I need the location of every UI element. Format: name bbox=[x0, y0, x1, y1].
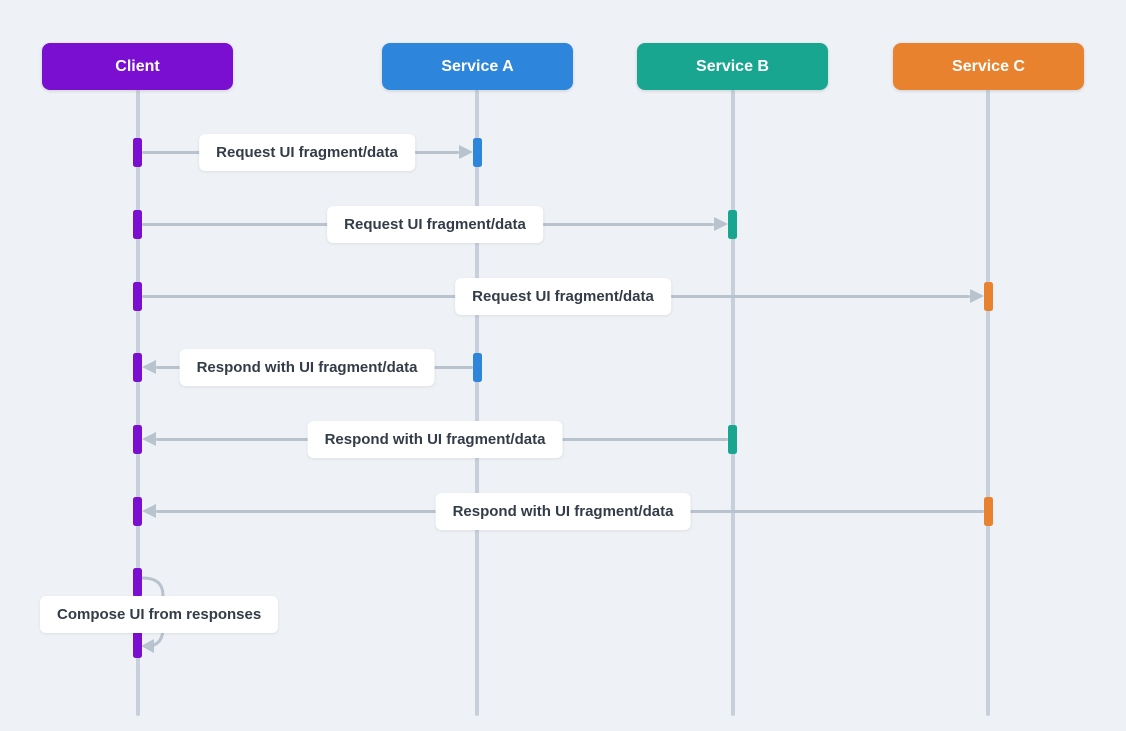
lifeline-service-c bbox=[986, 90, 990, 716]
activation-bar-service-b bbox=[728, 424, 737, 454]
message-label: Request UI fragment/data bbox=[327, 205, 543, 243]
actor-service-a: Service A bbox=[382, 43, 573, 90]
message-label: Respond with UI fragment/data bbox=[307, 420, 563, 458]
actor-service-c: Service C bbox=[893, 43, 1084, 90]
actor-client: Client bbox=[42, 43, 233, 90]
activation-bar-service-a bbox=[472, 137, 482, 167]
activation-bar-service-c bbox=[983, 496, 993, 526]
activation-bar-service-b bbox=[728, 209, 737, 239]
arrowhead-left-icon bbox=[142, 504, 156, 518]
arrowhead-right-icon bbox=[714, 217, 728, 231]
lifeline-client bbox=[136, 90, 140, 716]
activation-bar-client bbox=[133, 352, 142, 382]
lifeline-service-b bbox=[731, 90, 735, 716]
actor-service-b: Service B bbox=[637, 43, 828, 90]
arrowhead-left-icon bbox=[142, 360, 156, 374]
activation-bar-client bbox=[133, 209, 142, 239]
lifeline-service-a bbox=[475, 90, 479, 716]
arrowhead-right-icon bbox=[458, 145, 473, 159]
message-label: Request UI fragment/data bbox=[199, 133, 415, 171]
activation-bar-client bbox=[133, 629, 142, 658]
arrowhead-left-icon bbox=[142, 432, 156, 446]
activation-bar-client bbox=[133, 496, 142, 526]
message-label: Request UI fragment/data bbox=[455, 277, 671, 315]
message-label: Respond with UI fragment/data bbox=[179, 348, 435, 386]
message-label: Compose UI from responses bbox=[40, 595, 279, 633]
activation-bar-client bbox=[133, 424, 142, 454]
activation-bar-client bbox=[133, 281, 142, 311]
message-label: Respond with UI fragment/data bbox=[435, 492, 691, 530]
arrowhead-right-icon bbox=[969, 289, 984, 303]
activation-bar-service-a bbox=[472, 352, 482, 382]
activation-bar-client bbox=[133, 137, 142, 167]
activation-bar-service-c bbox=[983, 281, 993, 311]
activation-bar-client bbox=[133, 568, 142, 597]
